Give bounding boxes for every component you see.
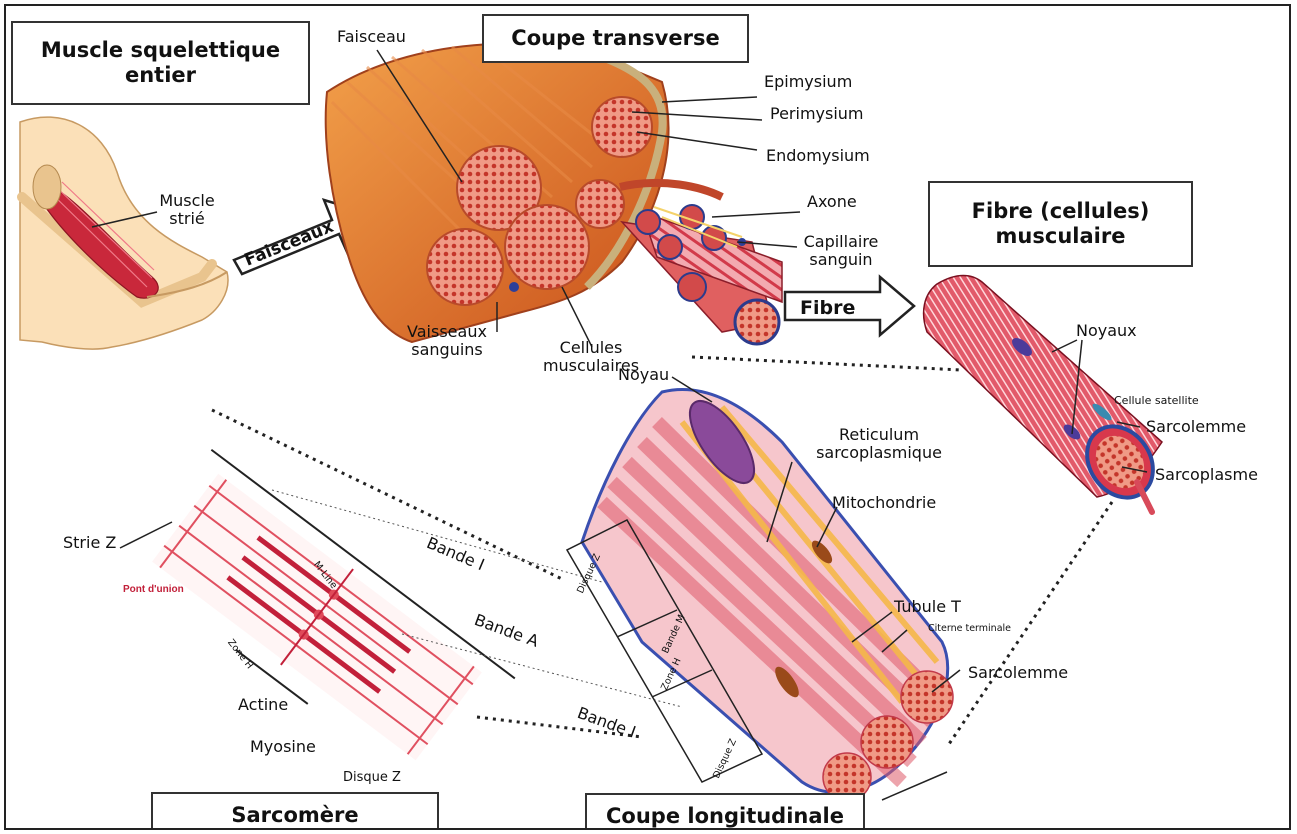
title-fiber: Fibre (cellules) musculaire — [928, 181, 1193, 267]
label-sarcolemme-long: Sarcolemme — [968, 664, 1068, 682]
label-capillaire: Capillaire sanguin — [796, 233, 886, 270]
title-longitudinal: Coupe longitudinale — [585, 793, 865, 830]
label-noyau: Noyau — [618, 366, 669, 384]
label-actine: Actine — [238, 696, 288, 714]
title-fiber-text: Fibre (cellules) musculaire — [944, 199, 1177, 249]
label-faisceau: Faisceau — [337, 28, 406, 46]
title-whole-muscle: Muscle squelettique entier — [11, 21, 310, 105]
diagram-frame: Muscle squelettique entier Coupe transve… — [4, 4, 1291, 830]
arrow-fibre-label: Fibre — [800, 298, 855, 320]
label-strie-z: Strie Z — [63, 534, 116, 552]
title-sarcomere: Sarcomère — [151, 792, 439, 830]
label-cellule-satellite: Cellule satellite — [1114, 395, 1199, 408]
label-noyaux: Noyaux — [1076, 322, 1137, 340]
title-longitudinal-text: Coupe longitudinale — [606, 804, 844, 829]
label-disque-z: Disque Z — [343, 771, 401, 786]
label-tubule-t: Tubule T — [894, 598, 961, 616]
label-vaisseaux: Vaisseaux sanguins — [401, 323, 493, 360]
title-whole-muscle-text: Muscle squelettique entier — [23, 38, 298, 88]
sarcomere-illustration — [124, 450, 515, 794]
arm-illustration — [20, 117, 228, 349]
label-reticulum: Reticulum sarcoplasmique — [804, 426, 954, 463]
label-pont-union: Pont d'union — [123, 584, 184, 596]
label-muscle-strie: Muscle strié — [152, 192, 222, 229]
label-sarcoplasme: Sarcoplasme — [1155, 466, 1258, 484]
label-perimysium: Perimysium — [770, 105, 864, 123]
title-cross-section-text: Coupe transverse — [511, 26, 719, 51]
label-citerne: Citerne terminale — [928, 624, 1011, 635]
label-axone: Axone — [807, 193, 857, 211]
label-endomysium: Endomysium — [766, 147, 870, 165]
label-epimysium: Epimysium — [764, 73, 852, 91]
title-cross-section: Coupe transverse — [482, 14, 749, 63]
title-sarcomere-text: Sarcomère — [231, 803, 358, 828]
label-mitochondrie: Mitochondrie — [832, 494, 936, 512]
label-sarcolemme-fibre: Sarcolemme — [1146, 418, 1246, 436]
label-myosine: Myosine — [250, 738, 316, 756]
cross-section-illustration — [326, 44, 782, 344]
muscle-anatomy-illustration — [6, 6, 1291, 830]
